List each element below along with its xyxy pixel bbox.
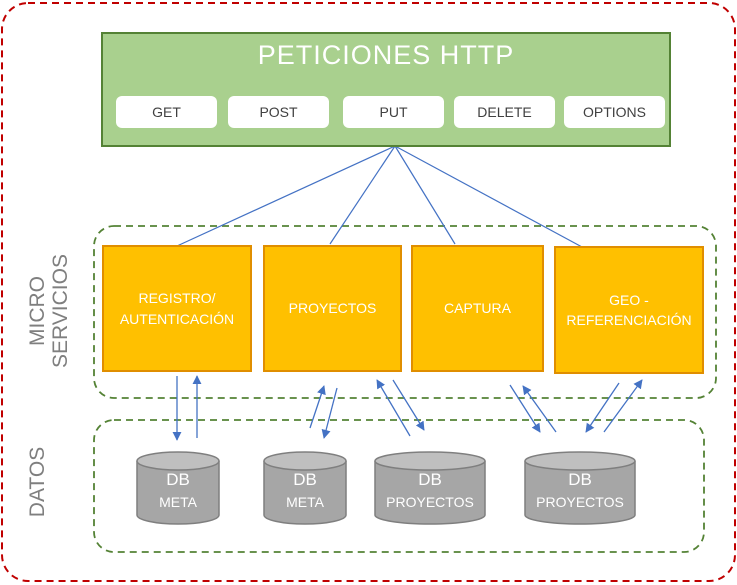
db-subtitle: PROYECTOS	[536, 494, 624, 510]
arrow-up	[376, 379, 411, 437]
db-cylinder-2	[263, 451, 347, 525]
db-cylinder-1	[136, 451, 220, 525]
db-cylinder-4	[524, 451, 636, 525]
data-group	[93, 419, 705, 553]
arrow-down	[585, 382, 620, 433]
service-label-line1: GEO -	[609, 291, 649, 308]
service-registro-autenticacion: REGISTRO/ AUTENTICACIÓN	[102, 245, 252, 372]
method-delete: DELETE	[454, 96, 555, 128]
data-section-label: DATOS	[26, 446, 49, 518]
arrow-up	[603, 379, 643, 433]
service-label-line2: AUTENTICACIÓN	[119, 310, 235, 327]
db-subtitle: PROYECTOS	[386, 494, 474, 510]
db-subtitle: META	[159, 494, 197, 510]
connector-line	[176, 145, 396, 247]
http-requests-title: PETICIONES HTTP	[257, 40, 515, 70]
db-name: DB	[293, 470, 317, 489]
method-get: GET	[116, 96, 217, 128]
service-label-line1: REGISTRO/	[138, 290, 216, 307]
arrow-down	[321, 387, 338, 439]
db-label-proyectos-2: DB PROYECTOS	[525, 470, 635, 510]
method-options: OPTIONS	[564, 96, 665, 128]
microservices-section-label: MICRO SERVICIOS	[26, 247, 72, 375]
service-label-line2: REFERENCIACIÓN	[566, 312, 692, 328]
service-proyectos: PROYECTOS	[263, 245, 402, 372]
db-name: DB	[418, 470, 442, 489]
service-label-line1: PROYECTOS	[288, 300, 377, 317]
db-label-proyectos-1: DB PROYECTOS	[375, 470, 485, 510]
service-captura: CAPTURA	[411, 245, 544, 372]
data-arrows	[172, 375, 643, 441]
db-name: DB	[166, 470, 190, 489]
service-georeferenciacion: GEO - REFERENCIACIÓN	[554, 246, 704, 374]
arrow-down	[509, 384, 541, 433]
arrow-up	[522, 385, 557, 433]
microservices-label-line1: MICRO	[26, 276, 49, 346]
method-post: POST	[228, 96, 329, 128]
db-subtitle: META	[286, 494, 324, 510]
service-label-line1: CAPTURA	[444, 300, 511, 317]
microservices-group	[93, 225, 717, 399]
arrow-up	[309, 385, 326, 429]
connector-line	[329, 145, 396, 245]
db-name: DB	[568, 470, 592, 489]
db-label-meta-2: DB META	[264, 470, 346, 510]
arrow-down	[392, 379, 425, 431]
db-cylinder-3	[374, 451, 486, 525]
connector-line	[394, 145, 583, 248]
method-put: PUT	[343, 96, 444, 128]
connector-line	[394, 145, 456, 245]
microservices-label-line2: SERVICIOS	[49, 254, 72, 368]
db-label-meta-1: DB META	[137, 470, 219, 510]
http-connectors	[176, 145, 583, 248]
